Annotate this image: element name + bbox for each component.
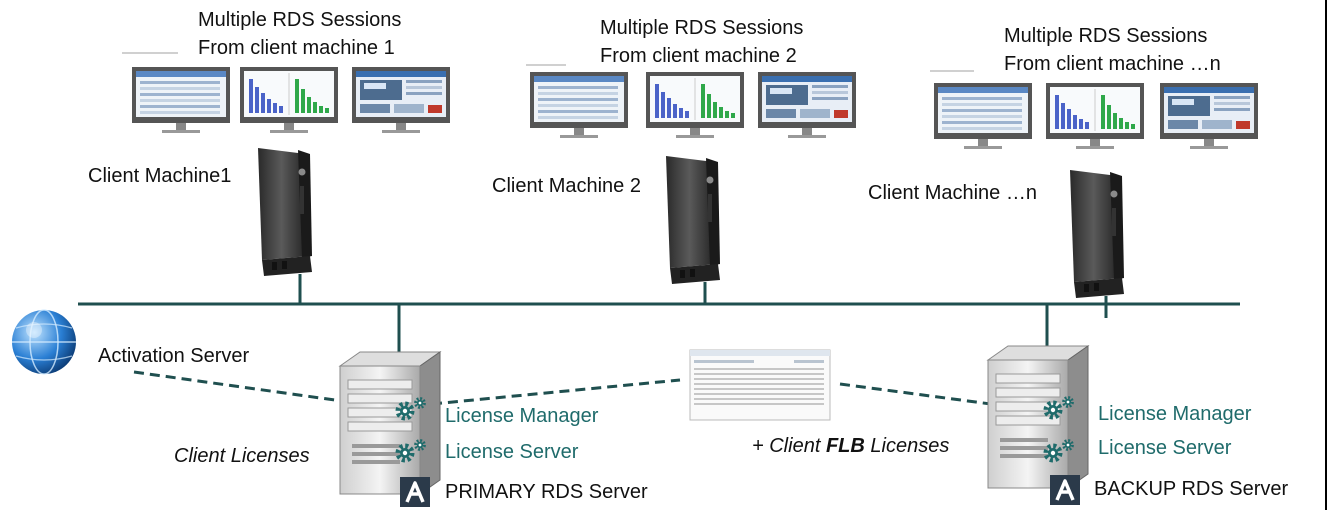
monitor-icon: [1045, 82, 1145, 150]
network-bus: [78, 274, 1240, 355]
backup-rds-server-label: BACKUP RDS Server: [1094, 478, 1289, 500]
sessions-caption-1-line2: From client machine 1: [198, 37, 395, 59]
primary-license-server-label: License Server: [445, 441, 579, 463]
activation-server-label: Activation Server: [98, 345, 250, 367]
client-machine-n-label: Client Machine …n: [868, 182, 1037, 204]
faint-caption: [930, 70, 974, 72]
app-logo-icon: [398, 475, 432, 509]
sessions-caption-2-line2: From client machine 2: [600, 45, 797, 67]
tower-pc-icon: [666, 156, 720, 284]
right-border: [1325, 0, 1327, 510]
client-licenses-label: Client Licenses: [174, 445, 310, 467]
monitor-group-1: [132, 66, 450, 134]
server-icon: [987, 345, 1089, 489]
sessions-caption-3-line1: Multiple RDS Sessions: [1004, 25, 1208, 47]
sessions-caption-1-line1: Multiple RDS Sessions: [198, 9, 402, 31]
monitor-icon: [239, 66, 339, 134]
primary-license-manager-label: License Manager: [445, 405, 599, 427]
sessions-caption-3-line2: From client machine …n: [1004, 53, 1221, 75]
faint-caption: [526, 64, 566, 66]
monitor-group-3: [934, 82, 1258, 150]
monitor-group-2: [530, 71, 856, 139]
monitor-icon: [758, 72, 856, 138]
monitor-icon: [530, 72, 628, 138]
flb-bold: FLB: [825, 435, 865, 457]
backup-license-manager-label: License Manager: [1098, 403, 1252, 425]
screenshot-thumbnail: [689, 349, 831, 421]
monitor-icon: [645, 71, 745, 139]
app-logo-icon: [1048, 473, 1082, 507]
client-machine-1-label: Client Machine1: [88, 165, 232, 187]
monitor-icon: [934, 83, 1032, 149]
server-icon: [339, 351, 441, 495]
backup-license-server-label: License Server: [1098, 437, 1232, 459]
tower-pc-icon: [258, 148, 312, 276]
faint-caption: [122, 52, 178, 54]
client-machine-2-label: Client Machine 2: [492, 175, 641, 197]
sessions-caption-2-line1: Multiple RDS Sessions: [600, 17, 804, 39]
primary-rds-server-label: PRIMARY RDS Server: [445, 481, 648, 503]
flb-suffix: Licenses: [864, 435, 950, 457]
flb-licenses-label: + Client FLB Licenses: [752, 434, 949, 458]
monitor-icon: [352, 67, 450, 133]
flb-prefix: + Client: [752, 435, 826, 457]
monitor-icon: [1160, 83, 1258, 149]
tower-pc-icon: [1070, 170, 1124, 298]
monitor-icon: [132, 67, 230, 133]
globe-icon: [12, 309, 76, 375]
